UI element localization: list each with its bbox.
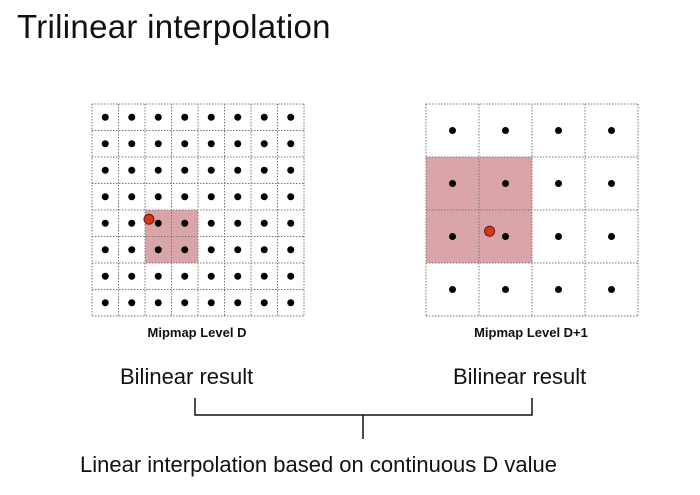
texel-dot	[207, 299, 215, 307]
texel-dot	[101, 246, 109, 254]
texel-dot	[154, 140, 162, 148]
texel-dot	[449, 233, 456, 240]
mipmap-grid-level-d1	[425, 103, 639, 317]
texel-dot	[181, 166, 189, 174]
texel-dot	[207, 140, 215, 148]
texel-dot	[207, 272, 215, 280]
texel-dot	[101, 166, 109, 174]
texel-dot	[555, 286, 562, 293]
texel-dot	[128, 219, 136, 227]
level-d-label: Mipmap Level D	[147, 325, 247, 340]
texel-dot	[207, 219, 215, 227]
texel-dot	[154, 272, 162, 280]
texel-dot	[234, 140, 242, 148]
texel-dot	[128, 193, 136, 201]
texel-dot	[260, 299, 268, 307]
texel-dot	[234, 193, 242, 201]
texel-dot	[101, 113, 109, 121]
texel-dot	[555, 127, 562, 134]
texel-dot	[181, 140, 189, 148]
texel-dot	[128, 246, 136, 254]
texel-dot	[287, 193, 295, 201]
texel-dot	[154, 246, 162, 254]
texel-dot	[608, 233, 615, 240]
texel-dot	[287, 166, 295, 174]
texel-dot	[128, 113, 136, 121]
texel-dot	[555, 180, 562, 187]
texel-dot	[449, 180, 456, 187]
texel-dot	[234, 272, 242, 280]
bilinear-result-right: Bilinear result	[453, 364, 587, 389]
texel-dot	[287, 246, 295, 254]
texel-dot	[502, 233, 509, 240]
texel-dot	[555, 233, 562, 240]
slide-title: Trilinear interpolation	[17, 8, 331, 45]
texel-dot	[234, 166, 242, 174]
texel-dot	[154, 193, 162, 201]
texel-dot	[154, 299, 162, 307]
texel-dot	[260, 246, 268, 254]
texel-dot	[207, 193, 215, 201]
mipmap-grid-level-d	[91, 103, 305, 317]
texel-dot	[260, 140, 268, 148]
texel-dot	[287, 299, 295, 307]
texel-dot	[181, 193, 189, 201]
texel-dot	[260, 166, 268, 174]
texel-dot	[502, 286, 509, 293]
texel-dot	[154, 166, 162, 174]
texel-dot	[207, 166, 215, 174]
texel-dot	[207, 246, 215, 254]
texel-dot	[287, 113, 295, 121]
texel-dot	[101, 272, 109, 280]
texel-dot	[101, 219, 109, 227]
texel-dot	[608, 127, 615, 134]
texel-dot	[234, 246, 242, 254]
texel-dot	[608, 180, 615, 187]
texel-dot	[128, 272, 136, 280]
texel-dot	[234, 299, 242, 307]
texel-dot	[181, 299, 189, 307]
texel-dot	[234, 219, 242, 227]
texel-dot	[260, 113, 268, 121]
texel-dot	[449, 127, 456, 134]
texel-dot	[101, 299, 109, 307]
texel-dot	[234, 113, 242, 121]
texel-dot	[154, 113, 162, 121]
texel-dot	[260, 272, 268, 280]
texel-dot	[128, 299, 136, 307]
texel-dot	[502, 180, 509, 187]
bracket-line	[194, 398, 533, 416]
texel-dot	[207, 113, 215, 121]
texel-dot	[260, 219, 268, 227]
texel-dot	[287, 272, 295, 280]
texel-dot	[101, 140, 109, 148]
texel-dot	[128, 140, 136, 148]
texel-dot	[101, 193, 109, 201]
bracket	[194, 398, 533, 439]
bottom-caption: Linear interpolation based on continuous…	[80, 452, 557, 477]
texel-dot	[181, 272, 189, 280]
sample-point	[143, 213, 155, 225]
texel-dot	[260, 193, 268, 201]
sample-point	[484, 225, 496, 237]
texel-dot	[181, 219, 189, 227]
texel-dot	[502, 127, 509, 134]
texel-dot	[287, 219, 295, 227]
texel-dot	[449, 286, 456, 293]
texel-dot	[181, 113, 189, 121]
texel-dot	[608, 286, 615, 293]
bilinear-result-left: Bilinear result	[120, 364, 254, 389]
texel-dot	[287, 140, 295, 148]
texel-dot	[154, 219, 162, 227]
texel-dot	[128, 166, 136, 174]
level-d1-label: Mipmap Level D+1	[474, 325, 588, 340]
texel-dot	[181, 246, 189, 254]
